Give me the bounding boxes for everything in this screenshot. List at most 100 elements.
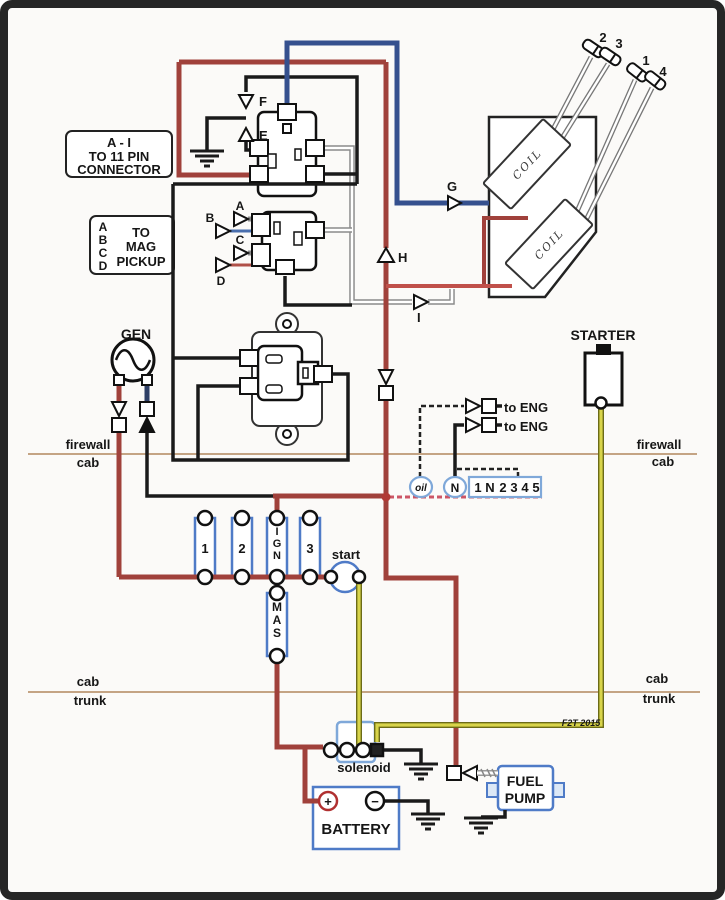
coil-2: COIL bbox=[504, 198, 594, 290]
wire-red-to-pump bbox=[383, 400, 459, 766]
ground-e bbox=[190, 149, 224, 168]
neutral-indicator-label: N bbox=[451, 481, 460, 495]
neutral-indicator-body bbox=[442, 475, 468, 499]
spark-num-1: 1 bbox=[642, 53, 649, 68]
solenoid-terminal-3 bbox=[354, 741, 372, 759]
note-11pin-line3: CONNECTOR bbox=[77, 162, 161, 177]
start-terminal-left bbox=[323, 569, 339, 585]
point-c-icon bbox=[233, 244, 251, 262]
battery-plus-label: + bbox=[324, 794, 332, 809]
module-slot-2 bbox=[265, 384, 283, 394]
generator-terminal-right bbox=[141, 374, 153, 386]
wire-f-loop bbox=[244, 75, 359, 184]
spark-wire-2-core bbox=[548, 56, 593, 136]
gear-char-5: 5 bbox=[532, 480, 539, 495]
module-ear-bottom-hole bbox=[282, 429, 292, 439]
note-mag-b: B bbox=[99, 233, 108, 247]
gear-indicator-body bbox=[467, 475, 543, 499]
pin-mag-slot2 bbox=[293, 231, 303, 246]
wire-coil-branch-dark bbox=[482, 216, 528, 286]
generator-label: GEN bbox=[121, 326, 151, 342]
fuse-1-label: 1 bbox=[201, 541, 208, 556]
trunk-right-top: cab bbox=[646, 671, 668, 686]
wire-module-pin2 bbox=[196, 384, 240, 460]
pin-c1-r2 bbox=[305, 165, 325, 183]
wire-battery-ground bbox=[384, 799, 430, 813]
pump-cable-stripes bbox=[480, 768, 497, 778]
toeng2-square bbox=[481, 417, 497, 433]
firewall-left-top: firewall bbox=[66, 437, 111, 452]
starter-body bbox=[583, 351, 624, 407]
spark-wire-1-core bbox=[573, 79, 637, 217]
fuse-mas-s: S bbox=[273, 626, 281, 640]
pin-c1-l1 bbox=[249, 139, 269, 157]
battery-plus-terminal bbox=[317, 790, 339, 812]
toeng1-label: to ENG bbox=[504, 400, 548, 415]
fuse-2-label: 2 bbox=[238, 541, 245, 556]
coil-2-body bbox=[504, 198, 594, 290]
module-ear-top-hole bbox=[282, 319, 292, 329]
fuse-1-bottom bbox=[196, 568, 214, 586]
cable-harness-right-core bbox=[324, 146, 412, 304]
gear-char-3: 3 bbox=[510, 480, 517, 495]
connector-pins bbox=[239, 103, 333, 439]
midwire-square bbox=[378, 385, 394, 401]
fuse-mas-a: A bbox=[273, 613, 282, 627]
pin-c1-l2 bbox=[249, 165, 269, 183]
ground-pump bbox=[464, 816, 498, 835]
gear-char-2: 2 bbox=[499, 480, 506, 495]
point-a-icon bbox=[233, 210, 251, 228]
fuse-3-top bbox=[301, 509, 319, 527]
generator-sine-icon bbox=[114, 349, 152, 371]
start-label: start bbox=[332, 547, 361, 562]
wire-harness-left bbox=[171, 184, 350, 462]
labels: A - I TO 11 PIN CONNECTOR A B C D TO MAG… bbox=[66, 30, 682, 838]
fuse-2-bottom bbox=[233, 568, 251, 586]
toeng1-square bbox=[481, 398, 497, 414]
point-h-icon bbox=[376, 245, 396, 263]
firewall-right-bottom: cab bbox=[652, 454, 674, 469]
spark-lug-3 bbox=[598, 46, 622, 67]
fuse-mas-m: M bbox=[272, 600, 282, 614]
toeng1-triangle-icon bbox=[465, 397, 483, 415]
wire-battery-plus bbox=[302, 747, 320, 804]
gear-char-n: N bbox=[485, 480, 494, 495]
firewall-left-bottom: cab bbox=[77, 455, 99, 470]
toeng2-label: to ENG bbox=[504, 419, 548, 434]
fuel-pump-line1: FUEL bbox=[507, 773, 544, 789]
fuse-ign-top bbox=[268, 509, 286, 527]
fuse-2-top bbox=[233, 509, 251, 527]
wire-red-left-drop bbox=[176, 62, 252, 178]
pin-module-r bbox=[313, 365, 333, 383]
trunk-right-bottom: trunk bbox=[643, 691, 676, 706]
fuse-ign-bottom bbox=[268, 568, 286, 586]
note-mag-a: A bbox=[99, 220, 108, 234]
coil-1-body bbox=[482, 118, 572, 210]
point-e-label: E bbox=[259, 128, 268, 143]
point-d-label: D bbox=[217, 274, 226, 288]
solenoid-terminal-2 bbox=[338, 741, 356, 759]
coil-1: COIL bbox=[482, 118, 572, 210]
ground-symbols bbox=[190, 149, 498, 835]
gen-right-connector-square bbox=[139, 401, 155, 417]
spark-wire-3-core bbox=[557, 63, 610, 144]
pin-c1-slot bbox=[267, 153, 277, 169]
fuse-3-bottom bbox=[301, 568, 319, 586]
starter-cap bbox=[596, 344, 611, 355]
gen-left-connector-triangle bbox=[110, 401, 128, 419]
wire-mag-bottom bbox=[283, 276, 352, 307]
generator-terminal-left bbox=[113, 374, 125, 386]
red-wires bbox=[116, 59, 528, 804]
fuse-ign-i: I bbox=[275, 526, 278, 538]
spark-num-2: 2 bbox=[599, 30, 606, 45]
cable-after-i-core bbox=[428, 289, 454, 304]
spark-lugs bbox=[581, 38, 667, 91]
wire-gen-return bbox=[145, 432, 273, 498]
point-i-icon bbox=[413, 293, 431, 311]
pin-module-l2 bbox=[239, 377, 259, 395]
pin-mag-b bbox=[275, 259, 295, 275]
note-mag-line1: TO bbox=[132, 225, 150, 240]
watermark: F2T 2015 bbox=[562, 718, 602, 728]
oil-indicator-label: oil bbox=[415, 483, 427, 494]
